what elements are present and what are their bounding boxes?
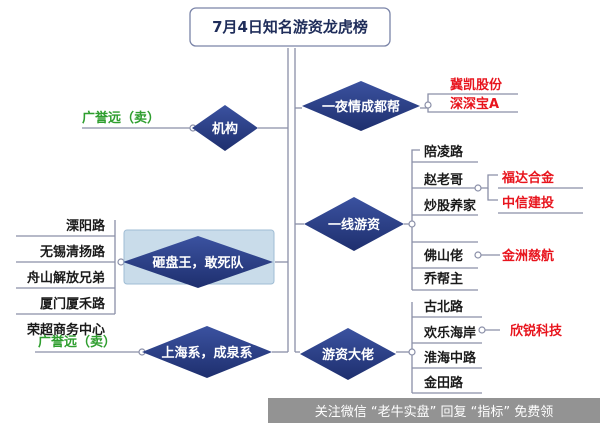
leaf-zapan-4: 荣超商务中心 xyxy=(26,322,105,338)
watermark-text: 关注微信 “老牛实盘” 回复 “指标” 免费领 xyxy=(315,404,553,420)
stock-foshan-0: 金洲慈航 xyxy=(501,248,554,264)
diamond-zapan xyxy=(123,236,273,288)
connectors xyxy=(16,48,583,394)
stock-zhao-0: 福达合金 xyxy=(501,170,555,186)
leaf-zapan-2: 舟山解放兄弟 xyxy=(27,270,105,286)
watermark-bar xyxy=(268,398,600,423)
leaf-yixian-1: 赵老哥 xyxy=(423,172,463,188)
leaf-dalao-1: 欢乐海岸 xyxy=(423,325,476,341)
branch-label-shanghai: 上海系，成泉系 xyxy=(161,345,252,361)
diamond-yiye xyxy=(302,81,420,131)
diamond-yixian xyxy=(304,197,404,251)
branch-label-yixian: 一线游资 xyxy=(328,217,380,233)
title: 7月4日知名游资龙虎榜 xyxy=(212,18,368,36)
stock-huanle-0: 欣锐科技 xyxy=(510,323,563,339)
connector-dots xyxy=(117,101,486,356)
leaf-yixian-0: 陪凌路 xyxy=(424,144,464,160)
diamond-jigou xyxy=(192,105,258,151)
leaf-dalao-2: 淮海中路 xyxy=(423,350,477,366)
leaf-yixian-4: 乔帮主 xyxy=(423,271,463,287)
diamond-shanghai xyxy=(142,326,272,378)
leaf-dalao-0: 古北路 xyxy=(424,299,464,315)
branch-label-jigou: 机构 xyxy=(212,121,238,137)
branch-label-zapan: 砸盘王，敢死队 xyxy=(151,255,244,271)
leaf-yiye-0: 冀凯股份 xyxy=(450,77,503,93)
title-box xyxy=(189,7,391,47)
branch-label-dalao: 游资大佬 xyxy=(322,347,374,363)
branch-label-yiye: 一夜情成都帮 xyxy=(322,99,400,115)
leaf-dalao-3: 金田路 xyxy=(423,375,464,391)
stock-zhao-1: 中信建投 xyxy=(502,195,554,211)
leaf-zapan-1: 无锡清扬路 xyxy=(39,244,106,260)
diamond-dalao xyxy=(300,328,396,380)
leaf-zapan-0: 溧阳路 xyxy=(66,218,106,234)
leaf-yixian-3: 佛山佬 xyxy=(423,248,463,264)
leaf-yiye-1: 深深宝A xyxy=(450,96,499,112)
leaf-jigou-0: 广誉远（卖） xyxy=(82,110,160,126)
leaf-yixian-2: 炒股养家 xyxy=(424,198,477,214)
leaf-zapan-3: 厦门厦禾路 xyxy=(40,296,106,312)
leaf-shanghai-0: 广誉远（卖） xyxy=(38,334,116,350)
